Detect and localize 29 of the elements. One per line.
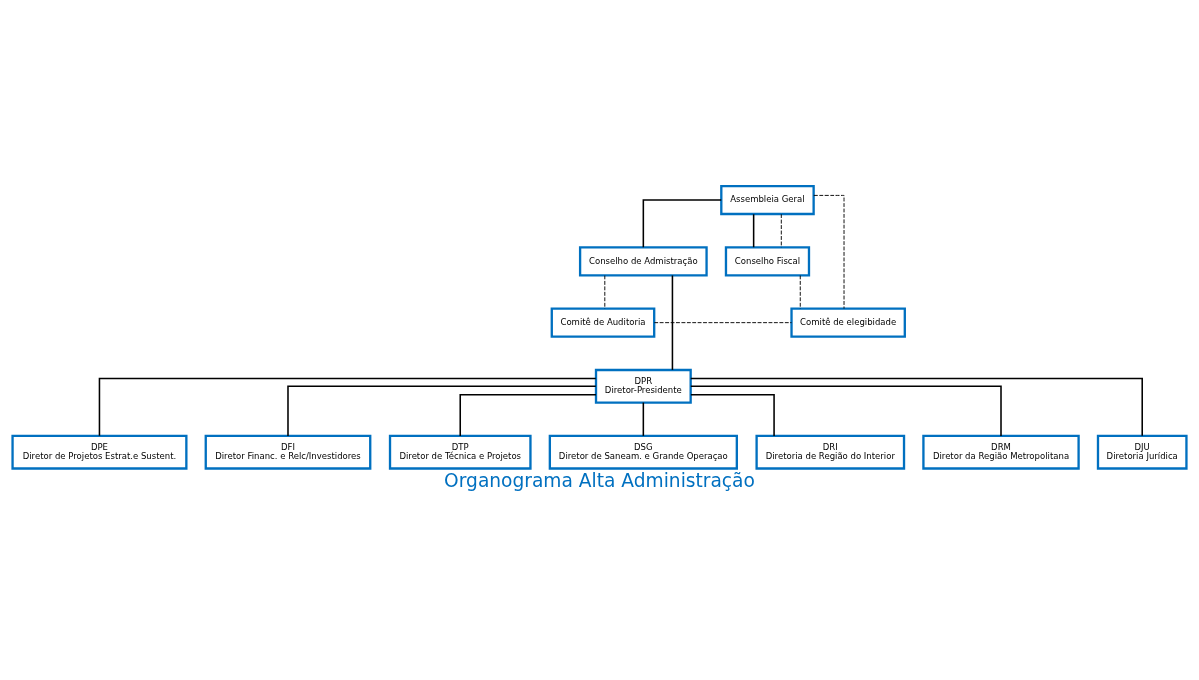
node-box: DSG Diretor de Saneam. e Grande Operaçao <box>548 434 738 470</box>
connector <box>604 274 606 309</box>
node-box: Conselho Fiscal <box>724 245 811 276</box>
connector <box>752 213 755 248</box>
connector <box>690 385 1002 437</box>
connector <box>689 377 1143 437</box>
node-box: DPR Diretor-Presidente <box>594 368 692 404</box>
caption: Organograma Alta Administração <box>444 469 755 491</box>
connector <box>671 274 674 371</box>
node-box: DFI Diretor Financ. e Relc/Investidores <box>204 434 372 470</box>
node-box: DTP Diretor de Técnica e Projetos <box>388 434 532 470</box>
node-box: DPE Diretor de Projetos Estrat.e Sustent. <box>11 434 188 470</box>
connector <box>690 393 775 437</box>
connector <box>287 385 597 437</box>
node-box: DJU Diretoria Jurídica <box>1096 434 1188 470</box>
connector <box>459 393 597 437</box>
node-box: Assembleia Geral <box>720 184 815 215</box>
connector <box>799 274 801 309</box>
node-box: Conselho de Admistração <box>578 245 708 276</box>
connector <box>642 401 645 437</box>
node-box: Comitê de elegibidade <box>790 307 906 338</box>
node-box: DRM Diretor da Região Metropolitana <box>922 434 1080 470</box>
connector <box>813 194 845 309</box>
connector <box>780 213 782 248</box>
connector <box>642 198 723 248</box>
connector <box>653 321 792 323</box>
connector <box>98 377 597 437</box>
node-box: Comitê de Auditoria <box>550 307 656 338</box>
node-box: DRI Diretoria de Região do Interior <box>755 434 906 470</box>
